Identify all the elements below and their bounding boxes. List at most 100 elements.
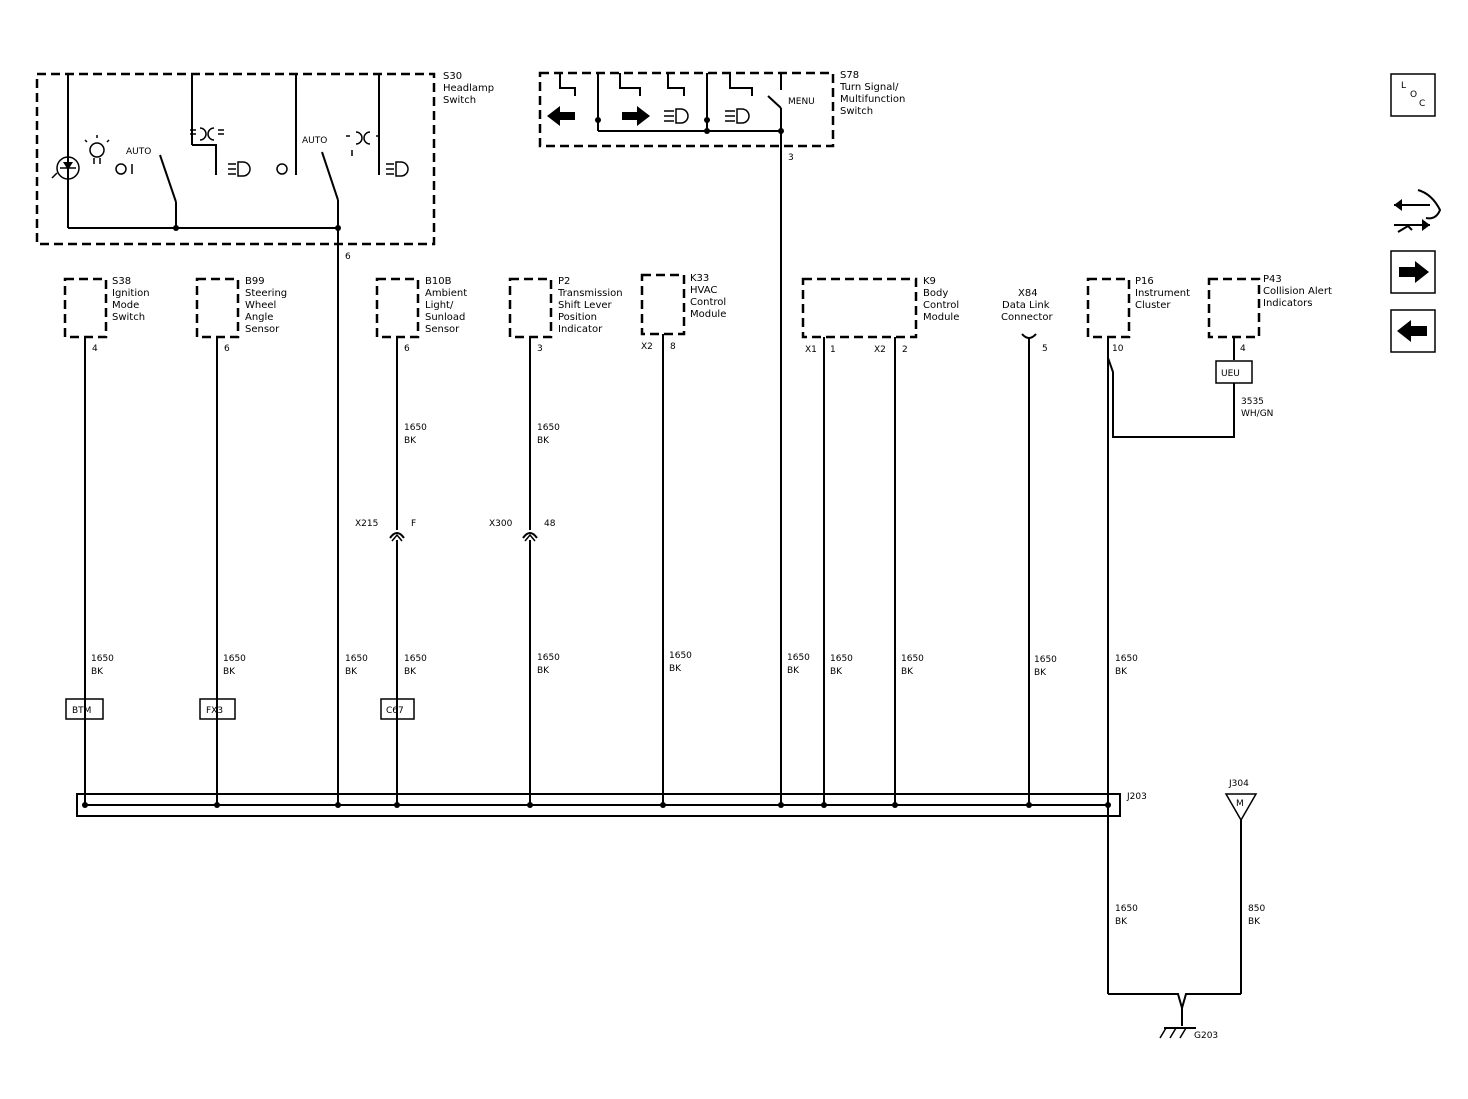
k9-pin1: 1 xyxy=(830,345,836,355)
option-ueu-label: UEU xyxy=(1221,369,1240,379)
wire-k9-x2[interactable]: 1650 BK xyxy=(894,337,924,805)
p43-line2: Indicators xyxy=(1263,298,1312,309)
headlamp-high-beam-icon xyxy=(664,108,689,124)
p2-line2: Shift Lever xyxy=(558,300,613,311)
p2-ref: P2 xyxy=(558,276,570,287)
b10b-line3: Sunload xyxy=(425,312,465,323)
inline-connector-icon xyxy=(389,532,405,539)
wire-k33[interactable]: 1650 BK xyxy=(662,334,692,805)
b10b-line4: Sensor xyxy=(425,324,460,335)
next-page-button[interactable] xyxy=(1390,250,1436,294)
j304-wire-gauge: 850 xyxy=(1248,904,1265,914)
left-turn-arrow-icon xyxy=(547,106,575,126)
k33-pin: 8 xyxy=(670,342,676,352)
wire-x84[interactable]: 1650 BK xyxy=(1028,338,1057,805)
s38-ignition-mode-switch[interactable]: S38 Ignition Mode Switch 4 xyxy=(63,276,150,354)
location-view-button[interactable]: L O C xyxy=(1390,73,1436,117)
b10b-pin: 6 xyxy=(404,344,410,354)
wire-k9-x1[interactable]: 1650 BK xyxy=(823,337,853,805)
s38-line3: Switch xyxy=(112,312,145,323)
wire-s30[interactable]: 1650 BK xyxy=(337,246,368,805)
connector-x215[interactable]: X215 F xyxy=(355,519,416,542)
headlamp-low-beam-icon-b xyxy=(386,161,409,177)
wire-ground-gauge: 1650 xyxy=(1115,904,1138,914)
wire-b10b-gauge-upper: 1650 xyxy=(404,423,427,433)
x84-line2: Connector xyxy=(1001,312,1053,323)
option-fx3[interactable]: FX3 xyxy=(199,698,236,720)
s78-turn-signal-switch[interactable]: MENU S78 Turn Signal/ Multifunction Swit… xyxy=(538,70,905,805)
wire-p2[interactable]: 1650 BK 1650 BK xyxy=(529,337,560,805)
x84-line1: Data Link xyxy=(1002,300,1050,311)
right-turn-arrow-icon xyxy=(622,106,650,126)
option-c67-label: C67 xyxy=(386,706,404,716)
p43-pin: 4 xyxy=(1240,344,1246,354)
b10b-ambient-light-sensor[interactable]: B10B Ambient Light/ Sunload Sensor 6 xyxy=(375,276,467,354)
dimmer-icon xyxy=(51,156,80,180)
s78-ref: S78 xyxy=(840,70,859,81)
s30-name-line1: Headlamp xyxy=(443,83,494,94)
s78-menu-label: MENU xyxy=(788,97,815,107)
loc-letter-c: C xyxy=(1419,99,1425,109)
b99-line3: Angle xyxy=(245,312,273,323)
p2-shift-lever-indicator[interactable]: P2 Transmission Shift Lever Position Ind… xyxy=(508,276,623,354)
wire-p43-color: WH/GN xyxy=(1241,409,1273,419)
wire-s78-gauge: 1650 xyxy=(787,653,810,663)
wire-p43[interactable]: 3535 WH/GN xyxy=(1233,337,1273,419)
s78-name-line3: Switch xyxy=(840,106,873,117)
p16-instrument-cluster[interactable]: P16 Instrument Cluster 10 xyxy=(1086,276,1190,354)
x84-connector-icon xyxy=(1021,333,1037,339)
k9-conn1: X1 xyxy=(805,345,817,355)
wire-b10b[interactable]: 1650 BK 1650 BK xyxy=(396,337,427,805)
k9-body-control-module[interactable]: K9 Body Control Module X1 1 X2 2 xyxy=(801,276,959,355)
wire-k9x1-gauge: 1650 xyxy=(830,654,853,664)
wire-p16[interactable]: 1650 BK 1650 BK xyxy=(1107,337,1235,994)
p2-pin: 3 xyxy=(537,344,543,354)
s30-ref: S30 xyxy=(443,71,462,82)
j203-splice-bus[interactable]: J203 xyxy=(76,792,1147,817)
wire-k33-gauge: 1650 xyxy=(669,651,692,661)
connector-end-view-button[interactable] xyxy=(1394,189,1442,233)
j304-letter: M xyxy=(1236,799,1244,809)
s38-ref: S38 xyxy=(112,276,131,287)
j304-connector[interactable]: M J304 850 BK xyxy=(1224,779,1265,994)
x84-ref: X84 xyxy=(1018,288,1038,299)
loc-letter-o: O xyxy=(1410,90,1417,100)
wire-s30-gauge: 1650 xyxy=(345,654,368,664)
wire-p2-gauge-lower: 1650 xyxy=(537,653,560,663)
s30-headlamp-switch[interactable]: AUTO AUTO S30 xyxy=(35,71,494,262)
option-btm[interactable]: BTM xyxy=(65,698,104,720)
s78-name-line1: Turn Signal/ xyxy=(839,82,899,93)
s30-auto-label-a: AUTO xyxy=(126,147,151,157)
wire-k33-color: BK xyxy=(669,664,682,674)
wire-k9x1-color: BK xyxy=(830,667,843,677)
k33-hvac-control-module[interactable]: K33 HVAC Control Module X2 8 xyxy=(640,273,726,352)
k33-line3: Module xyxy=(690,309,726,320)
b99-steering-angle-sensor[interactable]: B99 Steering Wheel Angle Sensor 6 xyxy=(195,276,287,354)
j304-label: J304 xyxy=(1228,779,1249,789)
previous-page-button[interactable] xyxy=(1390,309,1436,353)
option-ueu[interactable]: UEU xyxy=(1215,360,1253,384)
s30-pin: 6 xyxy=(345,252,351,262)
g203-ground[interactable]: G203 xyxy=(1108,993,1241,1041)
p43-collision-alert-indicators[interactable]: P43 Collision Alert Indicators 4 xyxy=(1207,274,1332,354)
wire-p16-gauge: 1650 xyxy=(1115,654,1138,664)
option-c67[interactable]: C67 xyxy=(380,698,415,720)
x215-ref: X215 xyxy=(355,519,378,529)
p2-line1: Transmission xyxy=(557,288,623,299)
p16-line1: Instrument xyxy=(1135,288,1190,299)
wire-s38-color: BK xyxy=(91,667,104,677)
wire-b99[interactable]: 1650 BK xyxy=(216,337,246,805)
x84-data-link-connector[interactable]: X84 Data Link Connector 5 xyxy=(1001,288,1053,354)
wire-x84-color: BK xyxy=(1034,668,1047,678)
loc-letter-l: L xyxy=(1401,81,1406,91)
j304-wire-color: BK xyxy=(1248,917,1261,927)
s78-name-line2: Multifunction xyxy=(840,94,905,105)
wire-s38[interactable]: 1650 BK xyxy=(84,337,114,805)
wire-s78[interactable]: 1650 BK xyxy=(787,653,810,676)
k9-ref: K9 xyxy=(923,276,936,287)
p2-line3: Position xyxy=(558,312,597,323)
s38-line1: Ignition xyxy=(112,288,150,299)
connector-x300[interactable]: X300 48 xyxy=(489,519,556,542)
p2-line4: Indicator xyxy=(558,324,603,335)
parking-lamp-icon-b xyxy=(346,131,380,156)
